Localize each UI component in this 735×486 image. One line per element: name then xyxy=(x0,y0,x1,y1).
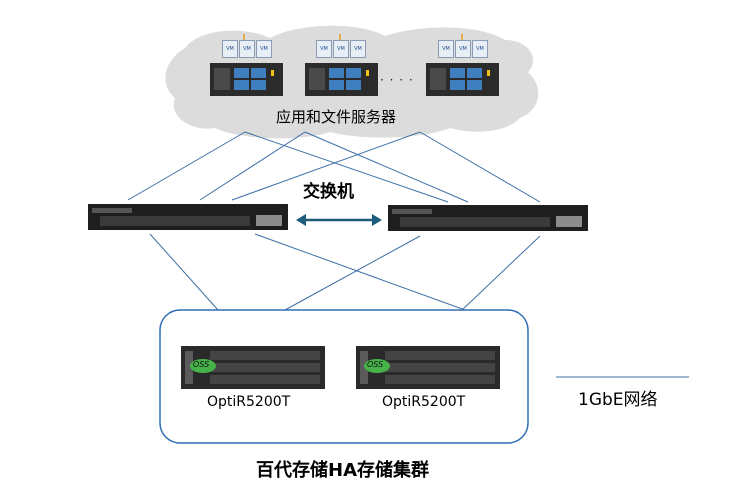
switch-right xyxy=(388,205,588,231)
vm-icon: VM xyxy=(455,40,471,58)
vm-icon: VM xyxy=(316,40,332,58)
vm-icon: VM xyxy=(472,40,488,58)
vm-icon: VM xyxy=(333,40,349,58)
server-ellipsis: · · · · xyxy=(380,73,414,87)
app-server-3 xyxy=(426,63,499,96)
oss-badge-1-shape xyxy=(190,359,216,373)
app-servers-label: 应用和文件服务器 xyxy=(276,108,397,126)
oss-badge-2: OSS xyxy=(367,360,384,369)
storage-cluster-box xyxy=(159,309,529,444)
storage-node-2-name: OptiR5200T xyxy=(382,394,466,410)
vm-icon: VM xyxy=(256,40,272,58)
vm-icon: VM xyxy=(350,40,366,58)
legend-label: 1GbE网络 xyxy=(578,390,658,410)
storage-node-1-name: OptiR5200T xyxy=(207,394,291,410)
oss-badge-2-shape xyxy=(364,359,390,373)
oss-badge-1: OSS xyxy=(193,360,210,369)
vm-icon: VM xyxy=(222,40,238,58)
vm-connectors xyxy=(243,34,463,40)
cluster-label: 百代存储HA存储集群 xyxy=(256,460,429,481)
switch-label: 交换机 xyxy=(303,182,354,202)
switch-left xyxy=(88,204,288,230)
network-links xyxy=(127,131,541,311)
app-server-2 xyxy=(305,63,378,96)
vm-icon: VM xyxy=(239,40,255,58)
vm-icon: VM xyxy=(438,40,454,58)
switch-link-arrow xyxy=(296,214,382,226)
app-server-1 xyxy=(210,63,283,96)
